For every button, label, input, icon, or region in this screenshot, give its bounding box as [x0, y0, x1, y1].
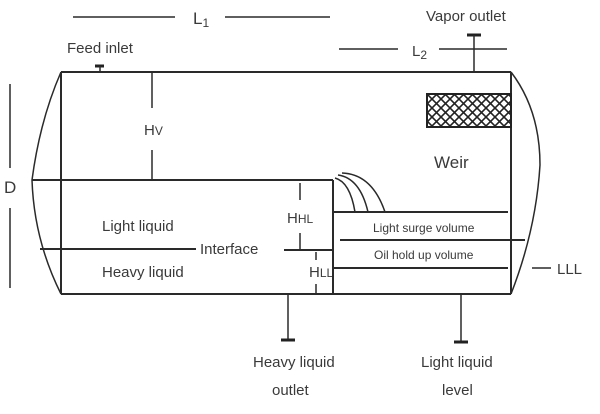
- l1-dimension: L1: [73, 9, 330, 30]
- l2-dimension: L2: [339, 43, 507, 62]
- l2-label: L2: [412, 43, 427, 62]
- light-liquid-level-label-2: level: [442, 382, 473, 399]
- light-liquid-level-label-1: Light liquid: [421, 354, 493, 371]
- feed-inlet-label: Feed inlet: [67, 40, 134, 57]
- right-head: [510, 71, 541, 295]
- left-head: [31, 71, 62, 295]
- hv-dimension: HV: [144, 72, 163, 180]
- d-label: D: [4, 178, 16, 197]
- heavy-liquid-label: Heavy liquid: [102, 264, 184, 281]
- hv-label: HV: [144, 122, 163, 139]
- l1-label: L1: [193, 9, 209, 30]
- weir-label: Weir: [434, 153, 469, 172]
- hll-label: HLL: [309, 264, 334, 281]
- heavy-liquid-outlet-label-2: outlet: [272, 382, 310, 399]
- lll-label: LLL: [557, 261, 582, 278]
- hll-dimension: HLL: [309, 252, 334, 294]
- d-dimension: D: [4, 84, 16, 288]
- heavy-liquid-outlet-nozzle: [281, 294, 295, 342]
- hhl-label: HHL: [287, 210, 314, 227]
- light-liquid-outlet-nozzle: [454, 294, 468, 344]
- vapor-outlet-nozzle: [467, 33, 481, 72]
- hhl-dimension: HHL: [287, 183, 314, 249]
- interface-label: Interface: [200, 241, 258, 258]
- mist-eliminator: [426, 93, 512, 128]
- weir-overflow-arcs: [334, 172, 386, 213]
- oil-hold-up-volume-label: Oil hold up volume: [374, 248, 474, 262]
- vapor-outlet-label: Vapor outlet: [426, 8, 507, 25]
- light-liquid-label: Light liquid: [102, 218, 174, 235]
- light-surge-volume-label: Light surge volume: [373, 221, 475, 235]
- heavy-liquid-outlet-label-1: Heavy liquid: [253, 354, 335, 371]
